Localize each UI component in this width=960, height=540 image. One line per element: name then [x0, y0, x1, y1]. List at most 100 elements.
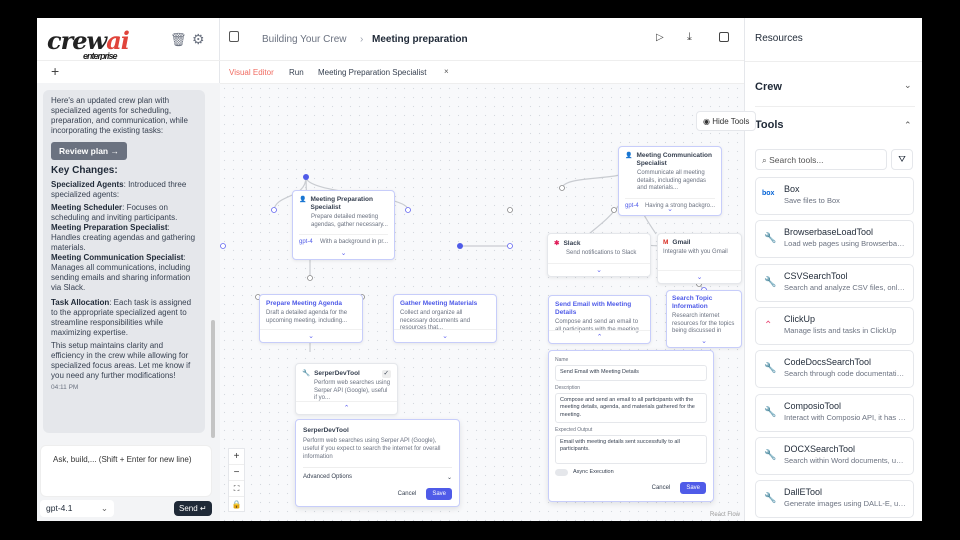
wrench-icon: 🔧 — [302, 370, 311, 377]
new-chat-button[interactable]: + — [51, 63, 60, 79]
save-button[interactable]: Save — [680, 482, 706, 494]
serper-tool-node[interactable]: 🔧SerperDevTool✓ Perform web searches usi… — [295, 363, 398, 415]
lock-icon[interactable]: 🔒 — [231, 500, 242, 509]
trash-icon[interactable]: 🗑 — [170, 32, 187, 47]
chevron-down-icon[interactable]: ⌄ — [904, 80, 912, 90]
gmail-icon: M — [663, 239, 669, 246]
tab-visual-editor[interactable]: Visual Editor — [229, 68, 274, 77]
tool-desc: Search within Word documents, usef... — [784, 455, 907, 465]
agent-node[interactable]: 👤Meeting Communication Specialist Commun… — [618, 146, 722, 216]
tool-desc: Load web pages using Browserbase, ... — [784, 239, 907, 249]
close-tab-icon[interactable]: × — [444, 67, 449, 76]
toggle-sidebar-icon[interactable] — [229, 31, 239, 42]
change-item: Meeting Preparation Specialist: Handles … — [51, 223, 196, 252]
wrench-icon: 🔧 — [764, 406, 777, 418]
box-icon: box — [762, 190, 775, 197]
message-intro: Here's an updated crew plan with special… — [51, 96, 188, 135]
message-outro: This setup maintains clarity and efficie… — [51, 341, 191, 380]
wrench-icon: 🔧 — [764, 276, 777, 288]
react-flow-attribution[interactable]: React Flow — [710, 512, 741, 518]
breadcrumb-current: Meeting preparation — [372, 34, 468, 45]
expected-output-input[interactable]: Email with meeting details sent successf… — [555, 434, 707, 464]
async-toggle[interactable] — [555, 468, 568, 476]
fit-view-button[interactable]: ⛶ — [229, 481, 244, 497]
resources-panel: Resources Crew ⌄ Tools ⌃ ⌕ Search tools.… — [744, 18, 922, 521]
tab-agent[interactable]: Meeting Preparation Specialist — [318, 68, 427, 77]
chevron-down-icon[interactable]: ⌄ — [667, 206, 673, 213]
breadcrumb-parent[interactable]: Building Your Crew — [262, 34, 347, 45]
wrench-icon: 🔧 — [764, 449, 777, 461]
zoom-out-button[interactable]: − — [229, 465, 244, 481]
serper-config-panel: SerperDevTool Perform web searches using… — [295, 419, 460, 507]
chat-input[interactable]: Ask, build,... (Shift + Enter for new li… — [40, 445, 212, 497]
review-plan-button[interactable]: Review plan → — [51, 142, 127, 160]
model-select[interactable]: gpt-4.1⌄ — [40, 500, 114, 517]
eye-icon: ◉ — [703, 117, 713, 126]
panel-title: Resources — [755, 33, 803, 44]
task-description-input[interactable]: Compose and send an email to all partici… — [555, 392, 707, 423]
flow-canvas[interactable]: ◉ Hide Tools 👤Meeting Preparation Specia… — [220, 84, 757, 521]
search-tools-input[interactable]: ⌕ Search tools... — [755, 149, 887, 170]
tool-name: Box — [784, 184, 800, 194]
download-icon[interactable]: ⤓ — [687, 31, 692, 43]
tool-desc: Search through code documentation,... — [784, 369, 907, 379]
tool-name: DOCXSearchTool — [784, 443, 856, 454]
model-badge: gpt-4 — [625, 202, 639, 209]
check-badge: ✓ — [381, 370, 391, 378]
search-icon: ⌕ — [762, 155, 770, 165]
tool-name: CSVSearchTool — [784, 270, 848, 281]
top-bar: Building Your Crew › Meeting preparation… — [220, 18, 744, 61]
clickup-icon: ⌃ — [764, 319, 773, 331]
cancel-button[interactable]: Cancel — [397, 491, 417, 497]
cancel-button[interactable]: Cancel — [651, 485, 671, 491]
send-button[interactable]: Send ↵ — [174, 501, 212, 516]
tool-desc: Interact with Composio API, it has a ... — [784, 412, 907, 422]
tool-desc: Manage lists and tasks in ClickUp — [784, 325, 897, 335]
play-icon[interactable]: ▷ — [656, 32, 664, 43]
chevron-up-icon[interactable]: ⌃ — [904, 120, 912, 130]
tool-desc: Generate images using DALL-E, usef... — [784, 499, 907, 509]
key-changes-heading: Key Changes: — [51, 165, 118, 176]
zoom-controls: +−⛶ 🔒 — [228, 448, 245, 512]
slack-tool-node[interactable]: ✱Slack Send notifications to Slack⌄ — [547, 233, 651, 277]
tool-name: ClickUp — [784, 313, 816, 324]
filter-button[interactable]: ⛛ — [891, 149, 913, 170]
zoom-in-button[interactable]: + — [229, 449, 244, 465]
hide-tools-button[interactable]: ◉ Hide Tools — [696, 111, 757, 131]
advanced-options-toggle[interactable]: Advanced Options⌄ — [303, 467, 452, 481]
chat-history: Here's an updated crew plan with special… — [37, 83, 220, 440]
gear-icon[interactable]: ⚙ — [192, 31, 205, 47]
message-time: 04:11 PM — [51, 384, 79, 391]
toggle-panel-icon[interactable] — [719, 32, 729, 42]
save-button[interactable]: Save — [426, 488, 452, 500]
crew-section-toggle[interactable]: Crew — [755, 81, 782, 93]
agent-node[interactable]: 👤Meeting Preparation Specialist Prepare … — [292, 190, 395, 260]
chat-scrollbar[interactable] — [211, 320, 215, 438]
assistant-message: Here's an updated crew plan with special… — [43, 90, 205, 433]
tools-section-toggle[interactable]: Tools — [755, 119, 784, 131]
chevron-down-icon: ⌄ — [100, 503, 108, 513]
task-name-input[interactable]: Send Email with Meeting Details — [555, 365, 707, 381]
chevron-down-icon[interactable]: ⌄ — [340, 250, 347, 257]
wrench-icon: 🔧 — [764, 493, 777, 505]
edge — [273, 176, 307, 211]
user-icon: 👤 — [625, 153, 633, 159]
change-item: Meeting Scheduler: Focuses on scheduling… — [51, 203, 178, 222]
tab-run[interactable]: Run — [289, 68, 304, 77]
